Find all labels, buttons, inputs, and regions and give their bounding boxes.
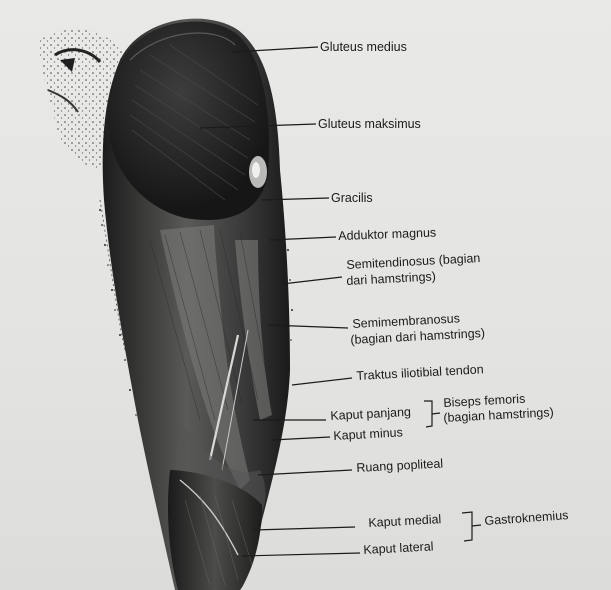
leader-kaput-lateral — [242, 553, 360, 556]
thigh-silhouette — [103, 19, 290, 590]
label-gluteus-medius: Gluteus medius — [320, 40, 407, 54]
bracket-gastroknemius-tick — [472, 525, 481, 526]
leader-semitendinosus — [282, 277, 342, 284]
leader-kaput-medial — [253, 527, 355, 530]
leader-traktus — [292, 378, 352, 385]
bracket-biseps — [424, 401, 432, 427]
label-gluteus-maksimus: Gluteus maksimus — [318, 117, 421, 131]
label-gracilis: Gracilis — [331, 191, 373, 205]
bracket-gastroknemius — [462, 512, 472, 541]
bracket-biseps-tick — [432, 413, 440, 414]
